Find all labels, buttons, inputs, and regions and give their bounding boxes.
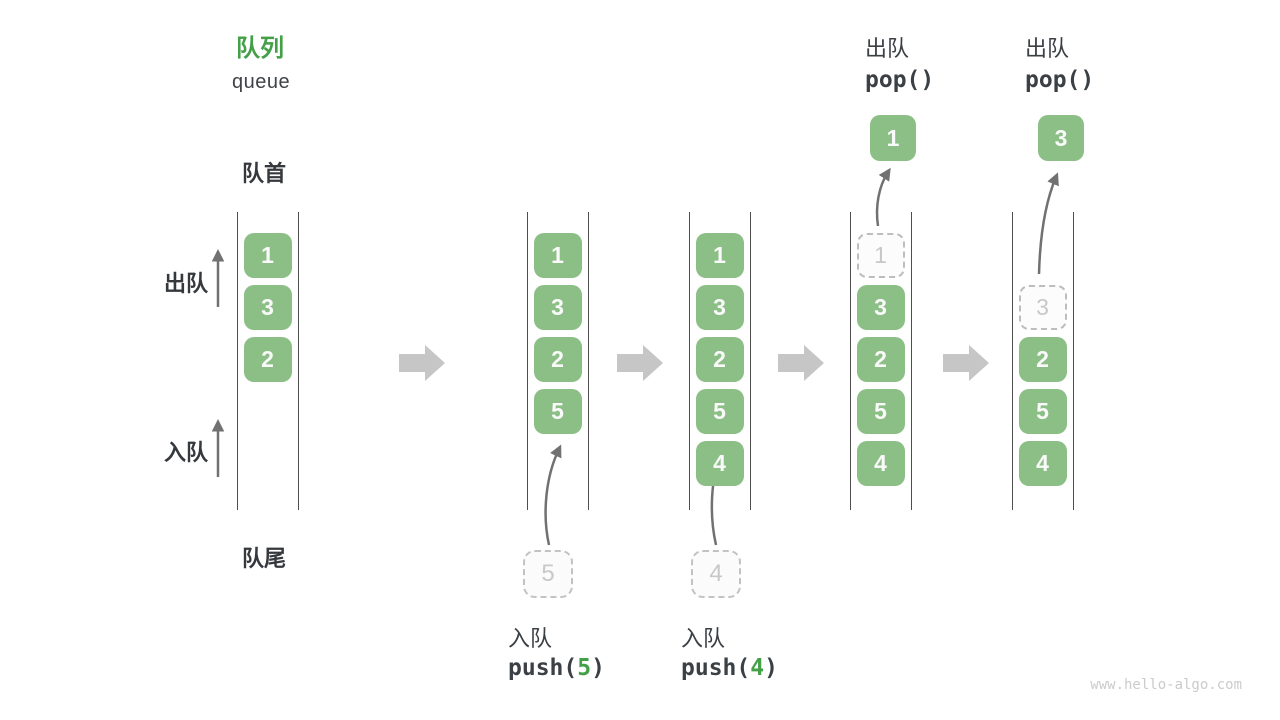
queue-item: 2 <box>533 337 582 382</box>
queue-item: 4 <box>856 441 905 486</box>
push5-code-post: ) <box>591 655 605 681</box>
dequeue-direction-label: 出队 <box>164 271 209 296</box>
queue-item: 4 <box>695 441 744 486</box>
state-transition-arrow-icon <box>617 345 663 381</box>
queue-item: 1 <box>695 233 744 278</box>
diagram-title-en: queue <box>232 71 291 93</box>
push4-code-arg: 4 <box>750 655 765 681</box>
queue-item: 2 <box>856 337 905 382</box>
push4-code-post: ) <box>764 655 778 681</box>
queue-item: 5 <box>856 389 905 434</box>
state-transition-arrow-icon <box>399 345 445 381</box>
push5-op-code: push(5) <box>508 655 605 681</box>
staged-item-4: 4 <box>691 550 741 598</box>
queue-item: 1 <box>243 233 292 278</box>
queue-state-after-pop-3: 3 2 5 4 <box>1012 212 1074 510</box>
queue-state-after-pop-1: 1 3 2 5 4 <box>850 212 912 510</box>
queue-item: 3 <box>533 285 582 330</box>
pop3-op-label: 出队 <box>1025 36 1070 61</box>
enqueue-direction-label: 入队 <box>164 440 209 465</box>
queue-item: 1 <box>533 233 582 278</box>
push4-op-code: push(4) <box>681 655 778 681</box>
queue-item: 3 <box>243 285 292 330</box>
watermark: www.hello-algo.com <box>1090 677 1242 693</box>
queue-state-after-push-5: 1 3 2 5 <box>527 212 589 510</box>
queue-rear-label: 队尾 <box>242 546 287 571</box>
queue-item: 5 <box>695 389 744 434</box>
queue-item-removed: 3 <box>1018 285 1067 330</box>
push5-op-label: 入队 <box>508 626 553 651</box>
queue-state-initial: 1 3 2 <box>237 212 299 510</box>
state-transition-arrow-icon <box>778 345 824 381</box>
queue-item: 3 <box>695 285 744 330</box>
queue-front-label: 队首 <box>242 161 287 186</box>
staged-item-5: 5 <box>523 550 573 598</box>
state-transition-arrow-icon <box>943 345 989 381</box>
pop1-op-label: 出队 <box>865 36 910 61</box>
queue-item: 3 <box>856 285 905 330</box>
push4-op-label: 入队 <box>681 626 726 651</box>
queue-item: 2 <box>243 337 292 382</box>
diagram-title-zh: 队列 <box>236 35 284 62</box>
queue-item-removed: 1 <box>856 233 905 278</box>
push5-code-arg: 5 <box>577 655 592 681</box>
push5-code-pre: push( <box>508 655 578 681</box>
popped-item-3: 3 <box>1038 115 1084 161</box>
queue-item: 5 <box>533 389 582 434</box>
pop1-op-code: pop() <box>865 67 935 93</box>
pop3-op-code: pop() <box>1025 67 1095 93</box>
queue-item: 2 <box>695 337 744 382</box>
queue-item: 4 <box>1018 441 1067 486</box>
queue-item: 2 <box>1018 337 1067 382</box>
queue-state-after-push-4: 1 3 2 5 4 <box>689 212 751 510</box>
push4-code-pre: push( <box>681 655 751 681</box>
popped-item-1: 1 <box>870 115 916 161</box>
queue-item: 5 <box>1018 389 1067 434</box>
